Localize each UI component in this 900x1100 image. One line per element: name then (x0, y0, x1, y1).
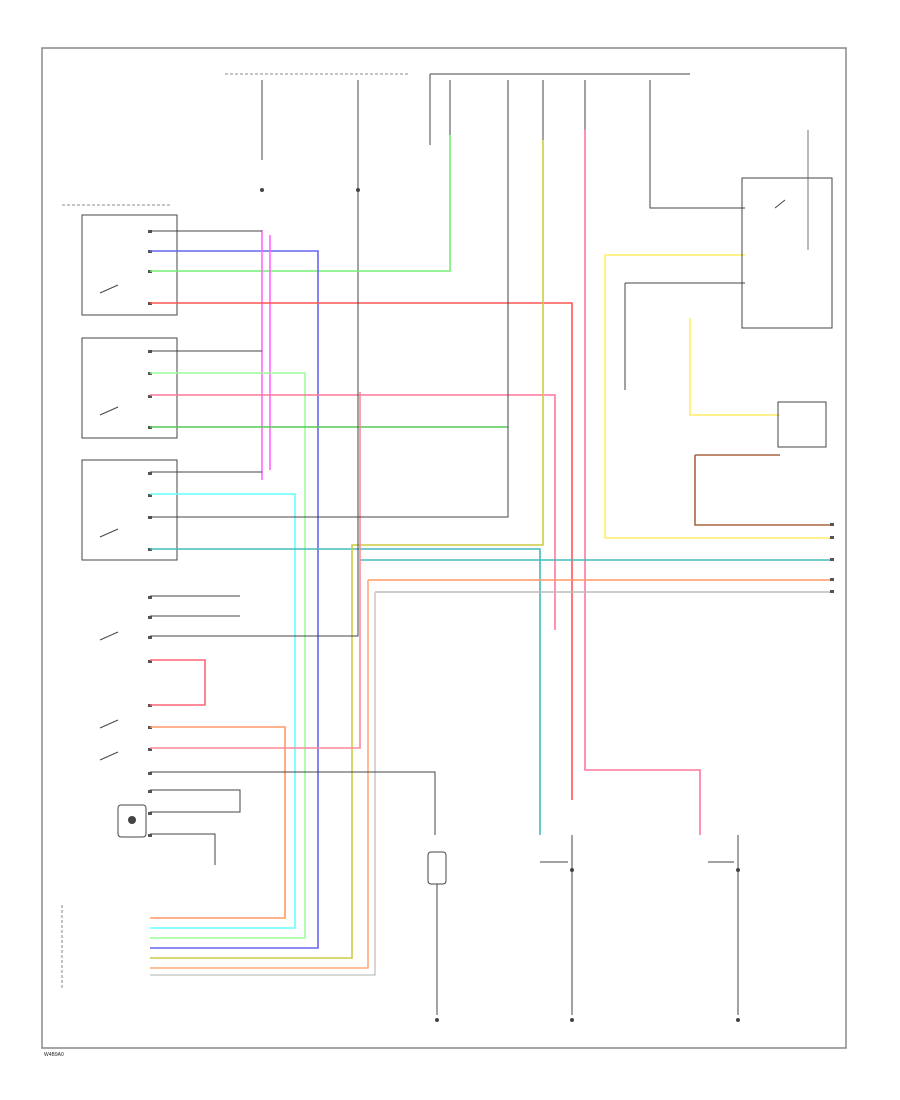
power-distribution (225, 73, 690, 300)
footer-code: W4B9A0 (44, 1052, 64, 1058)
lower-left-component (61, 804, 147, 990)
thermistor-box (117, 804, 147, 838)
diagram-border (41, 47, 847, 1049)
switch-box-1 (81, 214, 178, 316)
sensor-box (427, 851, 447, 885)
left-switch-boxes (62, 204, 178, 561)
terminal-markers (830, 523, 834, 593)
switch-box-3 (81, 459, 178, 561)
relay-box (741, 177, 833, 329)
blower-relay-box (777, 401, 827, 448)
wires (150, 130, 830, 976)
switch-box-2 (81, 337, 178, 439)
connector-pins (148, 230, 152, 837)
switch-contacts (99, 284, 119, 761)
black-wires (150, 135, 745, 865)
right-relay (741, 177, 833, 448)
bottom-components (427, 835, 740, 1022)
